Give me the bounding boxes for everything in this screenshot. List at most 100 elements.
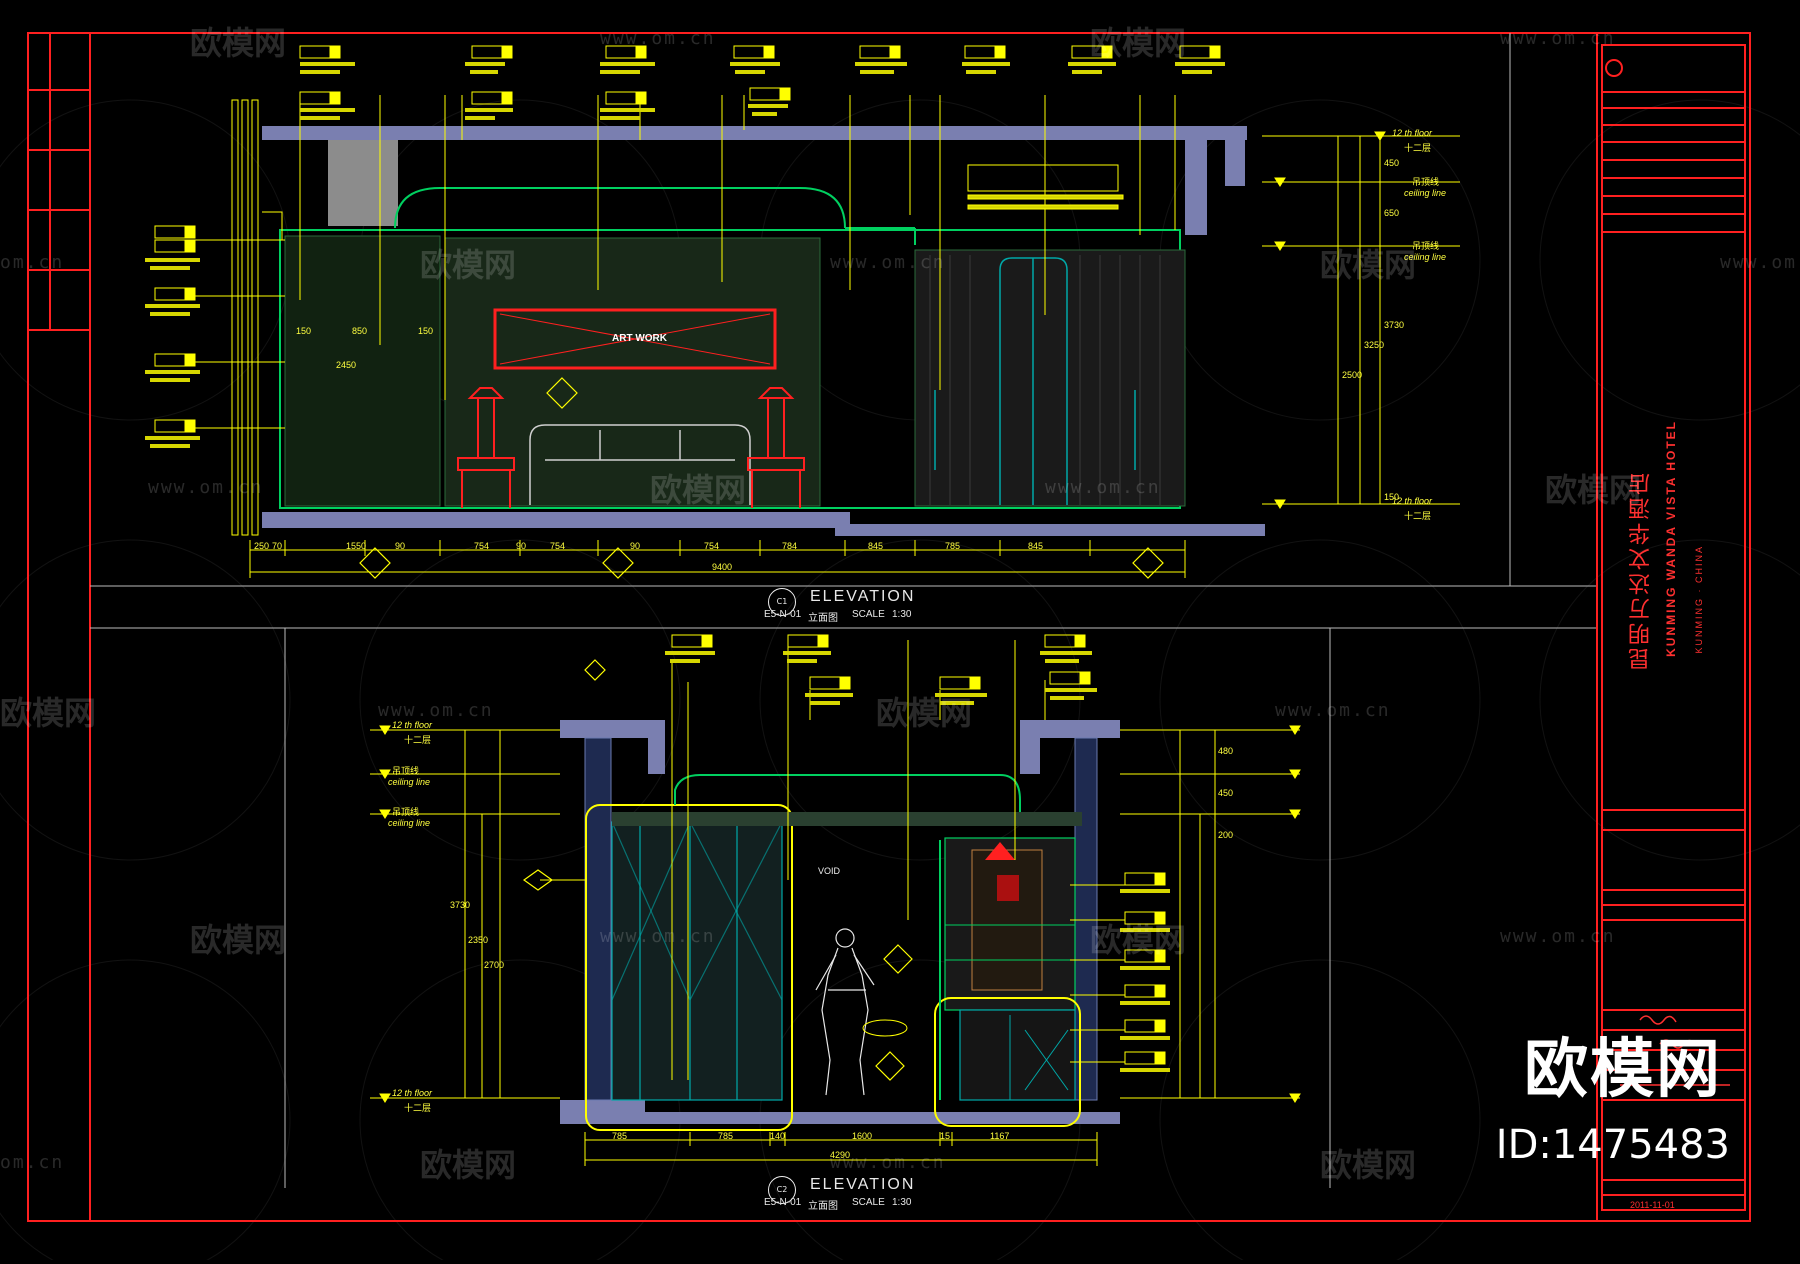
level-en: 12 th floor bbox=[392, 1088, 433, 1098]
left-pilaster-1 bbox=[231, 99, 283, 536]
artwork-1 bbox=[493, 308, 777, 370]
level-markers-right-1 bbox=[1262, 131, 1460, 509]
wardrobe-2 bbox=[611, 821, 783, 1101]
dim: 90 bbox=[395, 541, 406, 551]
dim: 2500 bbox=[1342, 370, 1363, 380]
door-panels-1 bbox=[934, 257, 1136, 505]
scale-bubble-2 bbox=[862, 1019, 908, 1037]
elevation-1-tag: C1 bbox=[768, 588, 796, 616]
level-en: 12 th floor bbox=[392, 720, 433, 730]
dim-total: 4290 bbox=[830, 1150, 851, 1160]
dim: 754 bbox=[704, 541, 720, 551]
level-cn: 十二层 bbox=[1404, 511, 1432, 521]
dim: 850 bbox=[352, 326, 368, 336]
sheet-frame bbox=[27, 32, 1751, 1222]
level-cn: 十二层 bbox=[1404, 143, 1432, 153]
ceiling-slab-1 bbox=[262, 126, 1247, 235]
callouts-top-1 bbox=[299, 45, 1221, 105]
level-cn: 吊顶线 bbox=[1412, 177, 1440, 187]
void-label: VOID bbox=[818, 866, 841, 876]
level-cn: 吊顶线 bbox=[392, 807, 420, 817]
dim: 200 bbox=[1218, 830, 1234, 840]
dim: 2350 bbox=[468, 935, 489, 945]
wall-texture-1 bbox=[929, 255, 1161, 505]
callouts-top-2 bbox=[671, 634, 1166, 1065]
wardrobe-outline-2 bbox=[585, 804, 793, 1131]
level-cn: 十二层 bbox=[404, 1103, 432, 1113]
dim: 150 bbox=[296, 326, 312, 336]
dim: 15 bbox=[940, 1131, 951, 1141]
elevation-2-scale-label: SCALE bbox=[852, 1197, 885, 1208]
dim: 785 bbox=[612, 1131, 628, 1141]
panel-dividers bbox=[90, 33, 1597, 1188]
title-block-scribble bbox=[1620, 1015, 1730, 1086]
dim: 90 bbox=[630, 541, 641, 551]
floor-slab-2 bbox=[560, 1100, 1120, 1124]
elevation-1-ref: E5-N-01 bbox=[764, 609, 802, 620]
human-figure-2 bbox=[815, 928, 875, 1096]
elevation-1-number: C1 bbox=[776, 597, 788, 606]
notes-box-1 bbox=[967, 164, 1124, 210]
callout-text-1 bbox=[300, 62, 1225, 120]
dim: 785 bbox=[718, 1131, 734, 1141]
dim: 480 bbox=[1218, 746, 1234, 756]
dim: 1550 bbox=[346, 541, 367, 551]
leaders-2 bbox=[540, 640, 1125, 1080]
ceiling-slab-2 bbox=[560, 720, 1120, 774]
dim: 2450 bbox=[336, 360, 357, 370]
dim: 754 bbox=[550, 541, 566, 551]
elevation-2-title: ELEVATION bbox=[810, 1176, 916, 1193]
elevation-1-scale-label: SCALE bbox=[852, 609, 885, 620]
project-location: KUNMING · CHINA bbox=[1694, 545, 1704, 654]
level-en: ceiling line bbox=[388, 818, 431, 828]
section-markers-1 bbox=[359, 377, 1164, 579]
brand-logo-text: 欧模网 bbox=[1524, 1033, 1722, 1107]
dim: 1600 bbox=[852, 1131, 873, 1141]
elevation-2 bbox=[370, 634, 1301, 1166]
elevation-1-subtitle: 立面图 bbox=[808, 613, 838, 624]
level-cn: 十二层 bbox=[404, 735, 432, 745]
callouts-left-1 bbox=[154, 225, 285, 433]
callout-left-text-1 bbox=[145, 258, 200, 448]
dim: 70 bbox=[272, 541, 283, 551]
side-walls-2 bbox=[584, 737, 1098, 1101]
dim: 785 bbox=[945, 541, 961, 551]
elevation-2-number: C2 bbox=[776, 1185, 788, 1194]
dim: 845 bbox=[868, 541, 884, 551]
dim-total: 9400 bbox=[712, 562, 733, 572]
dimension-chain-2 bbox=[584, 1132, 1098, 1166]
elevation-1-title: ELEVATION bbox=[810, 588, 916, 605]
dim: 450 bbox=[1218, 788, 1234, 798]
section-markers-2 bbox=[522, 659, 913, 1081]
leaders-1 bbox=[299, 95, 1176, 400]
dim: 3730 bbox=[450, 900, 471, 910]
wall-panels-1 bbox=[284, 235, 1186, 507]
level-en: 12 th floor bbox=[1392, 128, 1433, 138]
bulkhead-2 bbox=[612, 812, 1082, 826]
project-name-en: KUNMING WANDA VISTA HOTEL bbox=[1664, 420, 1678, 657]
callout-text-2 bbox=[665, 651, 1170, 1072]
dimension-chain-1 bbox=[249, 540, 1186, 578]
level-cn: 吊顶线 bbox=[1412, 241, 1440, 251]
level-en: 12 th floor bbox=[1392, 496, 1433, 506]
dim: 450 bbox=[1384, 158, 1400, 168]
level-en: ceiling line bbox=[1404, 188, 1447, 198]
dim: 754 bbox=[474, 541, 490, 551]
ceiling-soffit-2 bbox=[674, 774, 1021, 812]
side-tables-1 bbox=[457, 387, 805, 508]
level-en: ceiling line bbox=[1404, 252, 1447, 262]
dim: 1167 bbox=[990, 1131, 1010, 1141]
elevation-2-subtitle: 立面图 bbox=[808, 1201, 838, 1212]
level-en: ceiling line bbox=[388, 777, 431, 787]
floor-slab-1 bbox=[262, 512, 1265, 536]
drawing-date: 2011-11-01 bbox=[1630, 1200, 1675, 1210]
right-cabinet-2 bbox=[944, 837, 1076, 1101]
level-cn: 吊顶线 bbox=[392, 766, 420, 776]
dim: 2700 bbox=[484, 960, 505, 970]
level-markers-left-2 bbox=[370, 725, 560, 1103]
dim: 140 bbox=[770, 1131, 786, 1141]
elevation-1 bbox=[145, 45, 1460, 579]
elevation-2-ref: E5-N-01 bbox=[764, 1197, 802, 1208]
project-name-cn: 昆明万达文华酒店 bbox=[1629, 470, 1654, 670]
